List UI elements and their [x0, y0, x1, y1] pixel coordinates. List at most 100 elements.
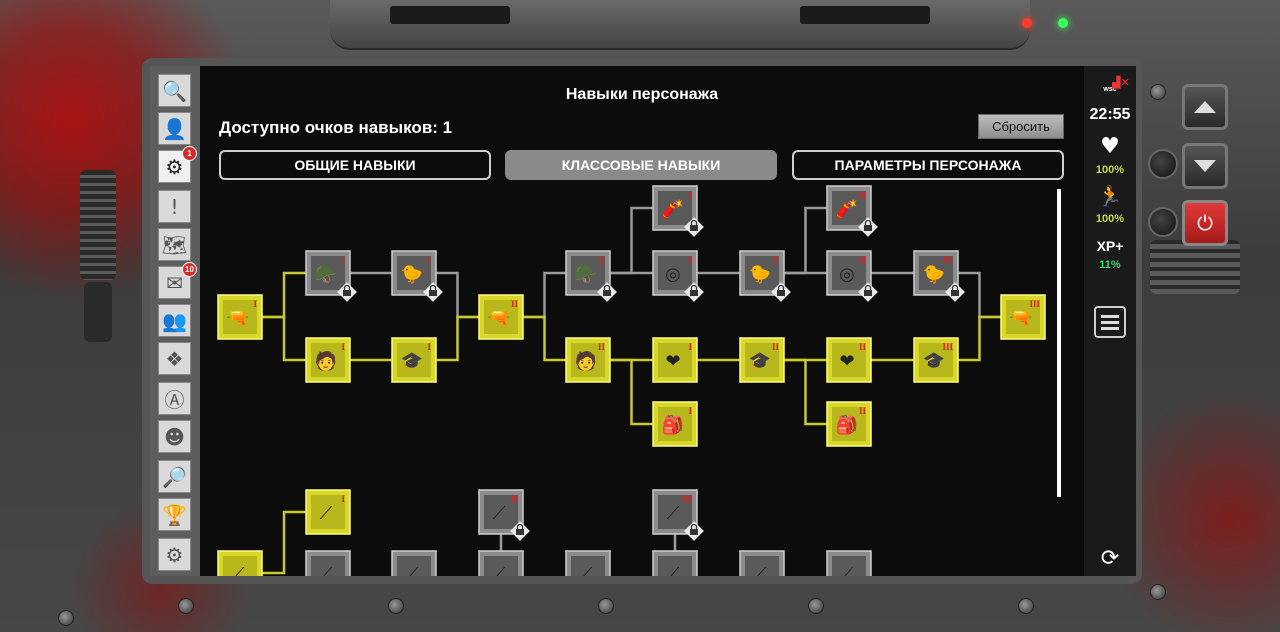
menu-button[interactable]: [1094, 306, 1126, 338]
chick-icon: 🐤: [923, 264, 945, 285]
scroll-down-button[interactable]: [1182, 143, 1228, 189]
sidebar-item-faction[interactable]: Ⓐ: [158, 382, 191, 415]
chick-icon: 🐤: [401, 264, 423, 285]
skill-level: I: [341, 342, 345, 352]
notification-badge: 1: [182, 146, 197, 161]
skill-tile-inner: [484, 495, 518, 529]
settings-icon: ⚙: [165, 542, 184, 567]
sidebar-item-group[interactable]: 👥: [158, 304, 191, 337]
skill-node-n21[interactable]: 🔫III: [1000, 294, 1046, 340]
lock-icon: [945, 282, 965, 302]
skill-tree: 🔫I🪖I🐤I🧑I🎓I🔫II🪖II🧑II🧨I◎I❤I🎒I🐤II🎓II🧨II◎II❤…: [217, 185, 1046, 576]
knob: [1148, 149, 1178, 179]
skill-node-n6[interactable]: 🔫II: [478, 294, 524, 340]
skill-level: I: [688, 342, 692, 352]
skill-level: II: [859, 255, 867, 265]
skill-node-b3[interactable]: ⟋: [305, 550, 357, 576]
sidebar-item-map[interactable]: 🗺: [158, 228, 191, 261]
skill-node-n8[interactable]: 🧑II: [565, 337, 611, 383]
rifle-icon: ⟋: [667, 564, 680, 576]
sniper-rifle-icon: ⟋: [320, 564, 333, 576]
scrollbar[interactable]: [1057, 189, 1061, 497]
sidebar-item-alerts[interactable]: !: [158, 190, 191, 223]
skill-node-n7[interactable]: 🪖II: [565, 250, 617, 302]
skill-tile-inner: [571, 256, 605, 290]
helmet-soldier-icon: 🪖: [315, 263, 337, 285]
machine-gun-icon: 🔫: [227, 308, 249, 329]
skill-node-n3[interactable]: 🐤I: [391, 250, 443, 302]
skill-node-n5[interactable]: 🎓I: [391, 337, 437, 383]
power-button[interactable]: ⏻: [1182, 200, 1228, 246]
tab-general-skills[interactable]: ОБЩИЕ НАВЫКИ: [219, 150, 491, 180]
graduation-cap-icon: 🎓: [923, 351, 945, 372]
top-slot: [800, 6, 930, 24]
alerts-icon: !: [170, 194, 179, 219]
rifle-icon: ⟋: [493, 503, 506, 524]
tab-class-skills[interactable]: КЛАССОВЫЕ НАВЫКИ: [505, 150, 777, 180]
sidebar-item-search-person[interactable]: 🔍: [158, 74, 191, 107]
skill-node-n16[interactable]: ◎II: [826, 250, 878, 302]
skill-node-n12[interactable]: 🎒I: [652, 401, 698, 447]
skill-tile-inner: [658, 495, 692, 529]
skill-node-n14[interactable]: 🎓II: [739, 337, 785, 383]
sidebar-item-settings[interactable]: ⚙: [158, 538, 191, 571]
skill-node-b5[interactable]: ⟋: [391, 550, 443, 576]
helmet-soldier-icon: 🪖: [575, 263, 597, 285]
skill-node-b1[interactable]: ⟋: [217, 550, 263, 576]
sidebar-item-clan[interactable]: ❖: [158, 342, 191, 375]
rifle-icon: ⟋: [754, 564, 767, 576]
xp-value: 11%: [1099, 259, 1121, 271]
skill-node-n11[interactable]: ❤I: [652, 337, 698, 383]
skill-node-b6[interactable]: ⟋: [478, 550, 530, 576]
skill-node-b2[interactable]: ⟋I: [305, 489, 351, 535]
skill-node-n9[interactable]: 🧨I: [652, 185, 704, 237]
rifle-icon: ⟋: [493, 564, 506, 576]
sidebar-item-masks[interactable]: ☻: [158, 420, 191, 453]
refresh-icon[interactable]: ⟳: [1100, 546, 1120, 571]
graduation-cap-icon: 🎓: [749, 351, 771, 372]
scroll-up-button[interactable]: [1182, 84, 1228, 130]
lock-icon: [858, 282, 878, 302]
clan-icon: ❖: [165, 346, 184, 371]
reset-button[interactable]: Сбросить: [978, 114, 1064, 139]
skill-node-b11[interactable]: ⟋: [826, 550, 878, 576]
skill-node-b9[interactable]: ⟋: [652, 550, 704, 576]
skill-node-b8[interactable]: ⟋III: [652, 489, 704, 541]
skill-level: II: [511, 494, 519, 504]
skill-connector: [782, 358, 829, 426]
rifle-icon: ⟋: [667, 503, 680, 524]
skill-node-n4[interactable]: 🧑I: [305, 337, 351, 383]
sidebar-item-skills[interactable]: ⚙: [158, 150, 191, 183]
skill-node-n10[interactable]: ◎I: [652, 250, 704, 302]
sidebar-item-journal[interactable]: 🔎: [158, 460, 191, 493]
skill-tile-inner: [484, 300, 518, 334]
device-top-panel: [330, 0, 1030, 50]
skill-level: II: [772, 255, 780, 265]
skill-level: II: [859, 406, 867, 416]
heart-hand-icon: ❤: [665, 351, 680, 372]
skill-node-b7[interactable]: ⟋: [565, 550, 617, 576]
skill-node-b10[interactable]: ⟋: [739, 550, 791, 576]
skill-tile-inner: [311, 556, 345, 576]
tab-character-params[interactable]: ПАРАМЕТРЫ ПЕРСОНАЖА: [792, 150, 1064, 180]
skill-tile-inner: [832, 407, 866, 441]
skill-node-n17[interactable]: ❤II: [826, 337, 872, 383]
skill-tile-inner: [832, 191, 866, 225]
sidebar-item-character[interactable]: 👤: [158, 112, 191, 145]
lock-icon: [684, 282, 704, 302]
rifle-icon: ⟋: [580, 564, 593, 576]
health-icon: ♥: [1100, 134, 1120, 159]
trophy-icon: 🏆: [162, 502, 187, 527]
skill-node-n1[interactable]: 🔫I: [217, 294, 263, 340]
skill-node-n2[interactable]: 🪖I: [305, 250, 357, 302]
skill-node-n13[interactable]: 🐤II: [739, 250, 791, 302]
skill-level: III: [942, 255, 953, 265]
skill-node-n19[interactable]: 🐤III: [913, 250, 965, 302]
skill-connector: [956, 315, 1003, 362]
skill-node-n18[interactable]: 🎒II: [826, 401, 872, 447]
skill-node-n20[interactable]: 🎓III: [913, 337, 959, 383]
skill-node-n15[interactable]: 🧨II: [826, 185, 878, 237]
sidebar-item-trophy[interactable]: 🏆: [158, 498, 191, 531]
top-vent: [390, 6, 510, 24]
skill-node-b4[interactable]: ⟋ II: [478, 489, 530, 541]
